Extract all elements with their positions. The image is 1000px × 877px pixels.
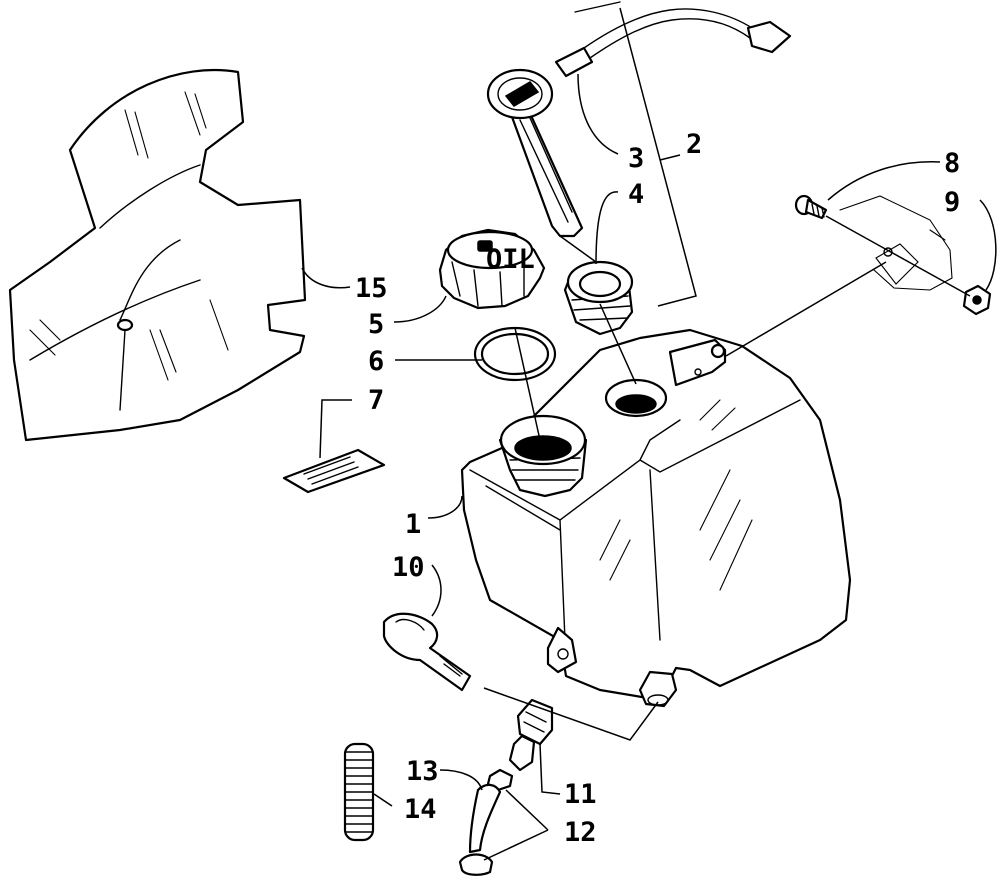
callout-9: 9 <box>944 187 960 218</box>
callout-2: 2 <box>686 129 702 160</box>
nut-part <box>962 284 992 316</box>
filler-cap-part: OIL <box>438 228 546 310</box>
sensor-wire-part <box>554 1 792 78</box>
callout-labels: 1 2 3 4 5 6 7 8 9 10 11 12 13 14 15 <box>355 129 960 848</box>
callout-10: 10 <box>392 552 425 583</box>
bolt-part <box>794 194 828 220</box>
callout-5: 5 <box>368 309 384 340</box>
gasket-ring-part <box>473 326 557 382</box>
filler-neck-grommet-part <box>563 260 634 336</box>
hose-strap-part <box>382 612 472 692</box>
callout-3: 3 <box>628 143 644 174</box>
oil-tank-part <box>460 328 852 708</box>
callout-1: 1 <box>405 509 421 540</box>
outlet-fitting-part <box>508 698 554 772</box>
callout-15: 15 <box>355 273 388 304</box>
heat-shield-part <box>8 68 307 442</box>
level-gauge-part <box>486 68 584 238</box>
leader-lines <box>301 7 997 861</box>
callout-13: 13 <box>406 756 439 787</box>
callout-7: 7 <box>368 385 384 416</box>
decal-label-part <box>282 448 386 494</box>
callout-8: 8 <box>944 148 960 179</box>
hose-part <box>468 783 502 854</box>
mounting-bracket-part <box>839 195 953 291</box>
spring-coil-part <box>343 742 375 842</box>
callout-14: 14 <box>404 794 437 825</box>
fill-cap-marking: OIL <box>486 244 535 275</box>
callout-12: 12 <box>564 817 597 848</box>
callout-4: 4 <box>628 179 644 210</box>
callout-6: 6 <box>368 346 384 377</box>
hose-clamp-lower-part <box>458 853 494 876</box>
callout-11: 11 <box>564 779 597 810</box>
